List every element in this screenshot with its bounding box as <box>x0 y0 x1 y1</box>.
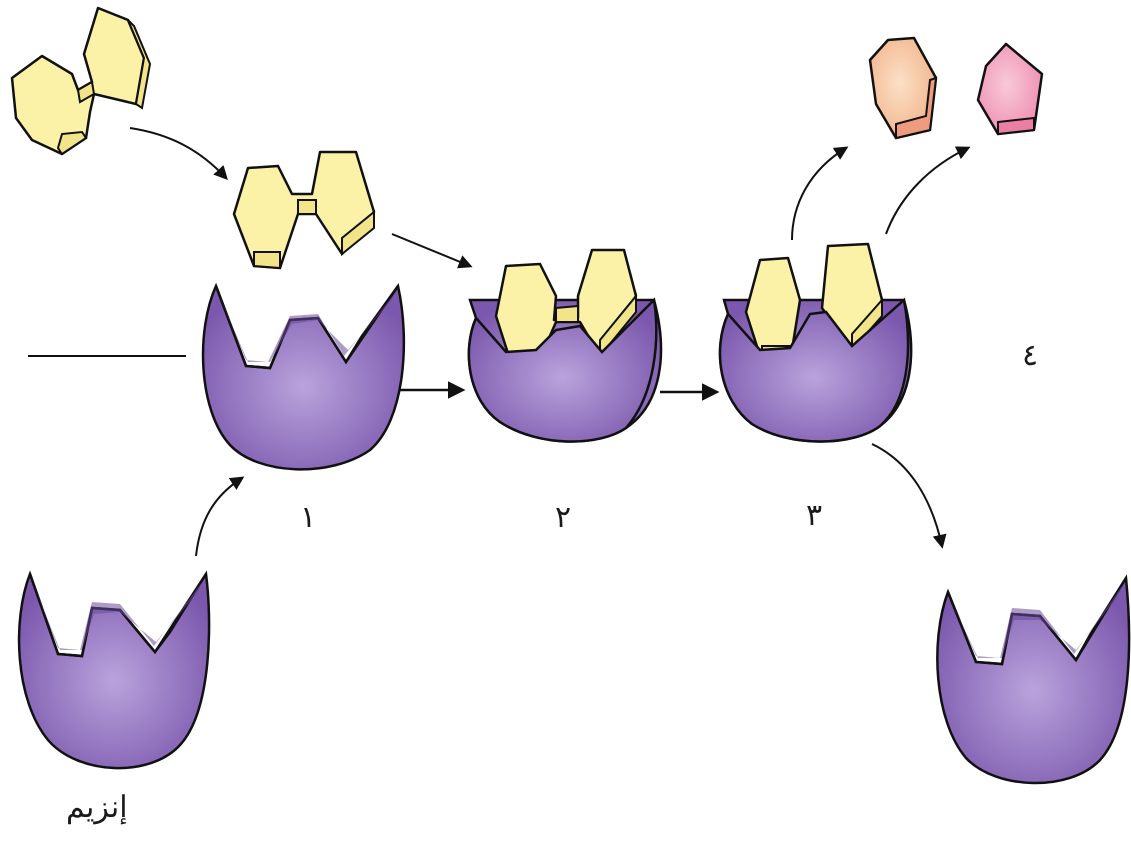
step-label-2: ٢ <box>555 500 571 535</box>
product-2 <box>978 44 1042 134</box>
arrow-approach-to-complex <box>392 234 470 266</box>
step-label-1: ١ <box>300 500 316 535</box>
enzyme-1 <box>203 286 404 469</box>
substrate-free <box>12 8 150 154</box>
product-1 <box>870 38 936 138</box>
arrow-to-product-2 <box>886 148 968 234</box>
enzyme-released <box>937 578 1129 783</box>
arrow-to-product-1 <box>792 148 846 240</box>
enzyme-label: إنزيم <box>66 790 128 825</box>
step-label-4: ٤ <box>1022 338 1038 373</box>
enzyme-free <box>19 574 209 768</box>
step-label-3: ٣ <box>806 498 822 533</box>
arrow-substrate-to-approach <box>130 128 226 178</box>
arrow-enzyme-release <box>872 444 942 546</box>
substrate-approach <box>234 152 374 268</box>
arrow-free-enzyme-up <box>196 478 242 556</box>
